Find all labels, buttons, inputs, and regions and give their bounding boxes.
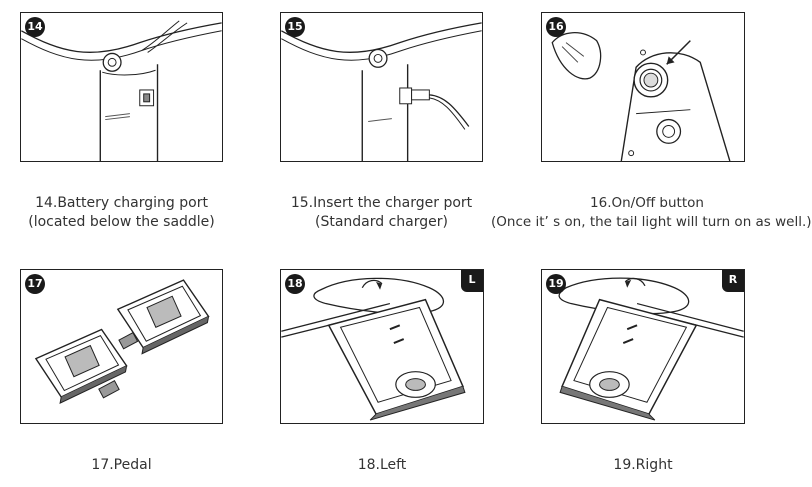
step-19-caption: 19.Right	[541, 456, 745, 475]
step-18-illustration: 18 L	[280, 269, 484, 424]
left-pedal-removal-drawing	[281, 277, 466, 421]
power-button-drawing	[551, 32, 731, 161]
caption-note: (located below the saddle)	[28, 214, 215, 230]
step-badge-17: 17	[25, 274, 45, 294]
step-badge-19: 19	[546, 274, 566, 294]
caption-title: 15.Insert the charger port	[290, 195, 473, 211]
left-side-marker: L	[461, 270, 483, 292]
step-15-illustration: 15	[280, 12, 483, 162]
step-17-caption: 17.Pedal	[20, 456, 223, 475]
step-16-illustration: 16	[541, 12, 745, 162]
caption-title: 16.On/Off button	[590, 195, 704, 211]
step-14-caption: 14.Battery charging port (located below …	[20, 194, 223, 232]
charger-plug-drawing	[281, 22, 482, 161]
caption-title: 14.Battery charging port	[35, 195, 208, 211]
step-badge-18: 18	[285, 274, 305, 294]
caption-note: (Standard charger)	[315, 214, 448, 230]
right-side-marker: R	[722, 270, 744, 292]
caption-title: 19.Right	[613, 457, 673, 473]
step-badge-14: 14	[25, 17, 45, 37]
caption-title: 17.Pedal	[91, 457, 152, 473]
step-17-illustration: 17	[20, 269, 223, 424]
step-16-caption: 16.On/Off button (Once it’ s on, the tai…	[491, 194, 812, 232]
seatpost-charging-port-drawing	[21, 20, 222, 161]
pedals-drawing	[34, 279, 210, 404]
caption-title: 18.Left	[357, 457, 407, 473]
caption-note: (Once it’ s on, the tail light will turn…	[491, 214, 812, 230]
step-19-illustration: 19 R	[541, 269, 745, 424]
step-badge-16: 16	[546, 17, 566, 37]
step-15-caption: 15.Insert the charger port (Standard cha…	[280, 194, 483, 232]
step-badge-15: 15	[285, 17, 305, 37]
step-14-illustration: 14	[20, 12, 223, 162]
right-pedal-removal-drawing	[558, 277, 744, 421]
step-18-caption: 18.Left	[280, 456, 484, 475]
